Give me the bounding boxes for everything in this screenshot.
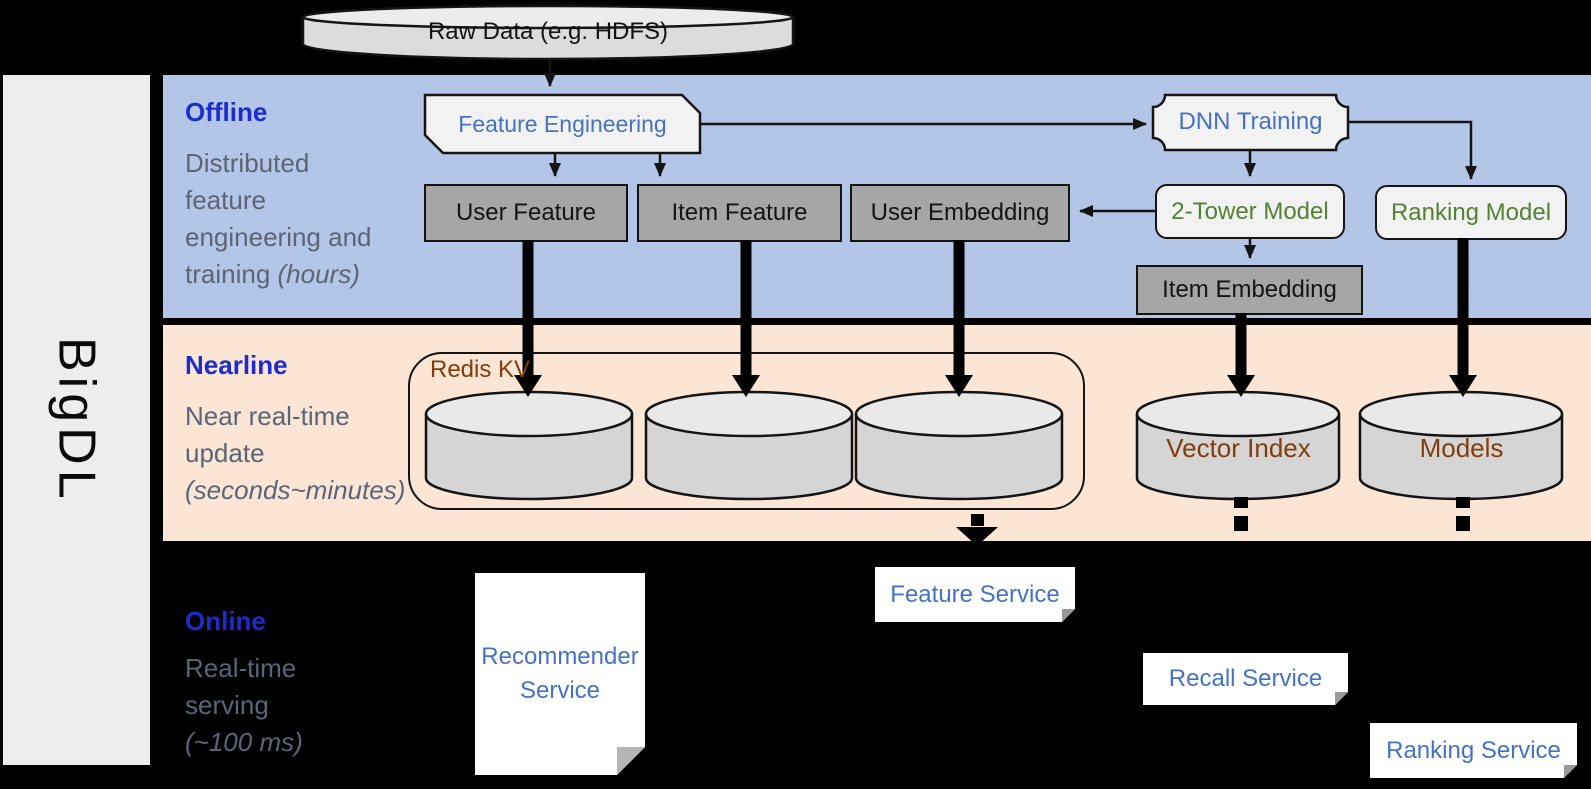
online-lane-title: Online <box>185 606 266 636</box>
item-feature-node: Item Feature <box>637 184 842 242</box>
raw-data-label: Raw Data (e.g. HDFS) <box>427 18 669 45</box>
online-desc-line3: (~100 ms) <box>185 724 435 761</box>
online-desc-line1: Real-time <box>185 653 297 683</box>
two-tower-model-node: 2-Tower Model <box>1155 184 1345 239</box>
bigdl-sidebar: BigDL <box>3 75 150 765</box>
online-desc-latency: (~100 ms) <box>185 727 303 757</box>
models-label: Models <box>1419 432 1504 463</box>
offline-lane-description: Distributed feature engineering and trai… <box>185 145 435 293</box>
ranking-service-node: Ranking Service <box>1370 723 1577 778</box>
feature-service-label: Feature Service <box>890 580 1060 608</box>
ranking-service-label: Ranking Service <box>1386 736 1561 764</box>
online-lane-description: Real-time serving (~100 ms) <box>185 650 435 761</box>
recommender-service-line1: Recommender <box>481 643 639 670</box>
user-embedding-node: User Embedding <box>850 184 1070 242</box>
nearline-lane-description: Near real-time update (seconds~minutes) <box>185 398 435 509</box>
offline-desc-line4: training (hours) <box>185 256 435 293</box>
redis-kv-label: Redis KV <box>430 356 531 383</box>
nearline-desc-line3: (seconds~minutes) <box>185 472 435 509</box>
item-embedding-node: Item Embedding <box>1136 265 1363 315</box>
online-desc-line2: serving <box>185 690 269 720</box>
recommender-service-node: Recommender Service <box>475 573 645 775</box>
vector-index-label: Vector Index <box>1166 432 1311 463</box>
user-feature-node: User Feature <box>424 184 628 242</box>
recall-service-label: Recall Service <box>1168 665 1323 692</box>
nearline-desc-line1: Near real-time <box>185 401 350 431</box>
feature-service-node: Feature Service <box>875 567 1075 622</box>
nearline-desc-latency: (seconds~minutes) <box>185 475 406 505</box>
offline-desc-tail: training <box>185 259 278 289</box>
offline-desc-line2: feature <box>185 185 266 215</box>
nearline-lane-title: Nearline <box>185 350 288 380</box>
dnn-training-label: DNN Training <box>1178 108 1323 135</box>
recall-service-node: Recall Service <box>1143 653 1348 705</box>
feature-engineering-label: Feature Engineering <box>458 110 667 137</box>
offline-desc-latency: (hours) <box>277 259 360 289</box>
offline-desc-line1: Distributed <box>185 148 310 178</box>
ranking-model-node: Ranking Model <box>1375 185 1567 240</box>
bigdl-logo-text: BigDL <box>47 336 106 504</box>
offline-desc-line3: engineering and <box>185 222 372 252</box>
nearline-desc-line2: update <box>185 438 265 468</box>
recommender-service-line2: Service <box>519 677 601 704</box>
offline-lane-title: Offline <box>185 97 268 127</box>
